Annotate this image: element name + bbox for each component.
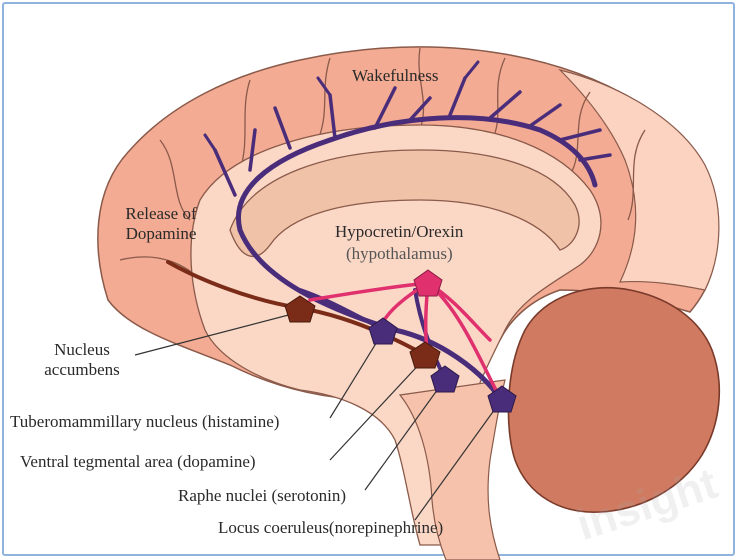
nucleus-accumbens-label-line1: Nucleus bbox=[32, 340, 132, 360]
hypocretin-label: Hypocretin/Orexin bbox=[335, 222, 463, 242]
locus-coeruleus-label: Locus coeruleus(norepinephrine) bbox=[218, 518, 443, 538]
wakefulness-label: Wakefulness bbox=[352, 66, 438, 86]
raphe-label: Raphe nuclei (serotonin) bbox=[178, 486, 346, 506]
release-dopamine-label-line2: Dopamine bbox=[113, 224, 209, 244]
nucleus-accumbens-label-line2: accumbens bbox=[32, 360, 132, 380]
hypothalamus-label: (hypothalamus) bbox=[346, 244, 453, 264]
tuberomammillary-label: Tuberomammillary nucleus (histamine) bbox=[10, 412, 279, 432]
ventral-tegmental-label: Ventral tegmental area (dopamine) bbox=[20, 452, 256, 472]
release-dopamine-label-line1: Release of bbox=[113, 204, 209, 224]
